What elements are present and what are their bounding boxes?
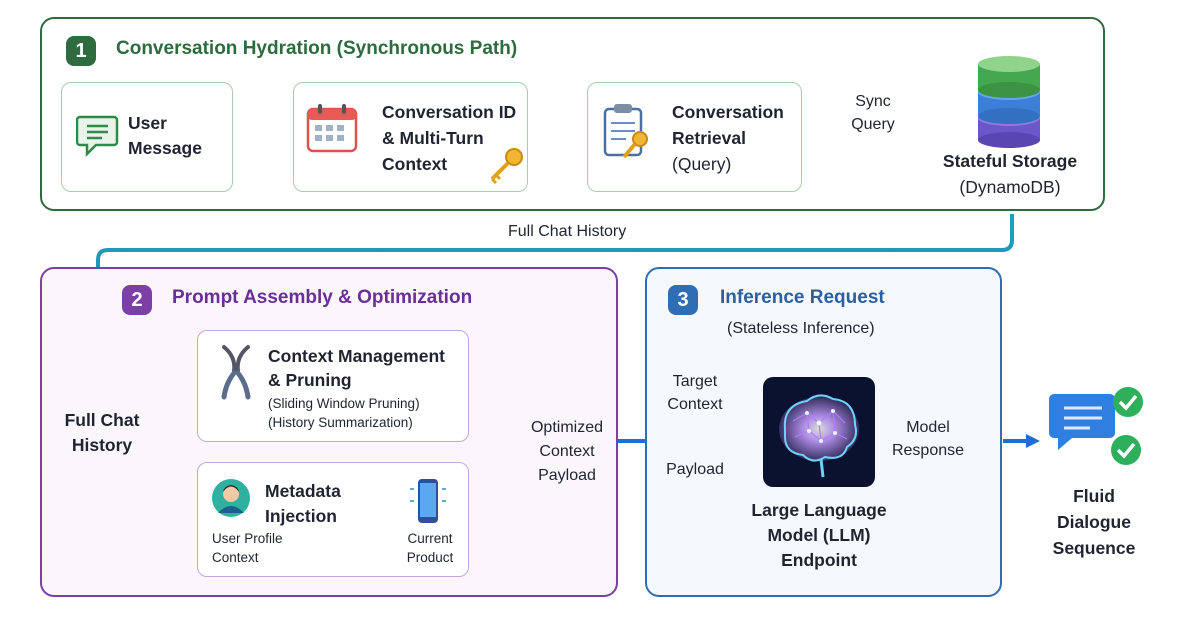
user-message-node: User Message bbox=[61, 82, 233, 192]
smartphone-icon bbox=[410, 479, 446, 523]
section-3-badge: 3 bbox=[668, 285, 698, 315]
target-context-label-1: Target bbox=[672, 373, 718, 390]
conversation-id-label-2: & Multi-Turn bbox=[382, 128, 484, 148]
stateful-storage-sublabel: (DynamoDB) bbox=[959, 177, 1061, 197]
sync-query-label-2: Query bbox=[851, 116, 895, 133]
conversation-id-label-3: Context bbox=[382, 154, 448, 174]
target-context-label-2: Context bbox=[667, 396, 723, 413]
section-1-badge: 1 bbox=[66, 36, 96, 66]
conversation-retrieval-node: Conversation Retrieval (Query) bbox=[587, 82, 802, 192]
clipboard-key-icon bbox=[603, 104, 648, 159]
user-message-label-1: User bbox=[128, 113, 167, 133]
pruning-shears-icon bbox=[221, 345, 251, 400]
conversation-retrieval-label-1: Conversation bbox=[672, 102, 784, 122]
current-product-label-1: Current bbox=[407, 531, 453, 546]
fluid-dialogue-label-1: Fluid bbox=[1073, 486, 1115, 506]
full-chat-history-edge-label: Full Chat History bbox=[508, 223, 627, 240]
brain-icon bbox=[763, 377, 875, 487]
section-1-title: Conversation Hydration (Synchronous Path… bbox=[116, 38, 518, 59]
context-management-label-2: & Pruning bbox=[268, 370, 352, 390]
section-3-title: Inference Request bbox=[720, 287, 885, 308]
fluid-dialogue-label-2: Dialogue bbox=[1057, 512, 1131, 532]
payload-label: Payload bbox=[666, 461, 724, 478]
fluid-dialogue-label-3: Sequence bbox=[1052, 538, 1136, 558]
stateful-storage-label: Stateful Storage bbox=[942, 151, 1078, 171]
model-response-label-2: Response bbox=[891, 442, 965, 459]
section-3-subtitle: (Stateless Inference) bbox=[727, 320, 875, 337]
arrow-full-chat-history bbox=[91, 214, 1014, 396]
context-management-node: Context Management & Pruning (Sliding Wi… bbox=[197, 330, 469, 442]
sync-query-label-1: Sync bbox=[855, 93, 891, 110]
model-response-label-1: Model bbox=[906, 419, 950, 436]
llm-label-3: Endpoint bbox=[781, 550, 857, 570]
llm-label-1: Large Language bbox=[751, 500, 887, 520]
current-product-label-2: Product bbox=[406, 550, 454, 565]
llm-label-2: Model (LLM) bbox=[767, 525, 871, 545]
database-icon bbox=[978, 56, 1040, 148]
optimized-label-2: Context bbox=[539, 443, 595, 460]
optimized-label-1: Optimized bbox=[530, 419, 604, 436]
full-chat-history-label-2: History bbox=[71, 435, 133, 455]
context-management-label-1: Context Management bbox=[268, 346, 445, 366]
chat-bubble-icon bbox=[76, 115, 119, 158]
metadata-injection-node: Metadata Injection User Profile Context … bbox=[197, 462, 469, 577]
conversation-id-label-1: Conversation ID bbox=[382, 102, 517, 122]
context-management-label-3: (Sliding Window Pruning) bbox=[268, 396, 420, 411]
section-2-badge: 2 bbox=[122, 285, 152, 315]
user-avatar-icon bbox=[212, 479, 250, 517]
metadata-injection-label-1: Metadata bbox=[265, 481, 341, 501]
chat-check-icon bbox=[1049, 387, 1143, 465]
optimized-label-3: Payload bbox=[538, 467, 596, 484]
metadata-injection-label-2: Injection bbox=[265, 506, 337, 526]
conversation-retrieval-label-2: Retrieval bbox=[672, 128, 746, 148]
user-message-label-2: Message bbox=[128, 138, 202, 158]
calendar-icon bbox=[306, 104, 358, 153]
conversation-retrieval-label-3: (Query) bbox=[672, 154, 732, 174]
section-2-title: Prompt Assembly & Optimization bbox=[172, 287, 473, 308]
user-profile-label-1: User Profile bbox=[212, 531, 283, 546]
conversation-id-node: Conversation ID & Multi-Turn Context bbox=[293, 82, 528, 192]
full-chat-history-label-1: Full Chat bbox=[64, 410, 140, 430]
key-icon bbox=[490, 148, 523, 185]
context-management-label-4: (History Summarization) bbox=[268, 415, 413, 430]
user-profile-label-2: Context bbox=[212, 550, 259, 565]
